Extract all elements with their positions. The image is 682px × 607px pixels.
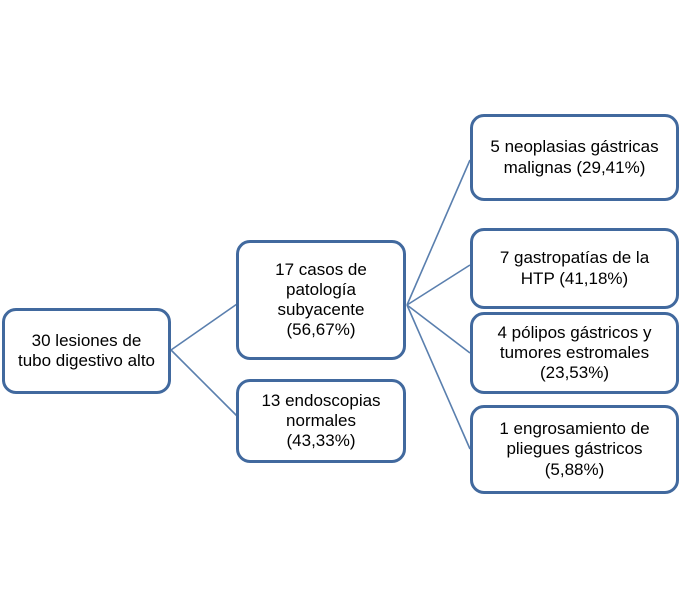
node-label: 7 gastropatías de la HTP (41,18%) [499, 248, 650, 288]
edge-patologia-to-engrosamiento [406, 304, 471, 450]
node-gastropatias-htp[interactable]: 7 gastropatías de la HTP (41,18%) [470, 228, 679, 309]
node-total-lesiones[interactable]: 30 lesiones de tubo digestivo alto [2, 308, 171, 394]
edge-patologia-to-gastropatias [406, 264, 471, 306]
node-engrosamiento-pliegues-gastricos[interactable]: 1 engrosamiento de pliegues gástricos (5… [470, 405, 679, 494]
node-neoplasias-gastricas-malignas[interactable]: 5 neoplasias gástricas malignas (29,41%) [470, 114, 679, 201]
edge-patologia-to-neoplasias [406, 159, 471, 306]
node-label: 1 engrosamiento de pliegues gástricos (5… [499, 419, 650, 479]
node-label: 17 casos de patología subyacente (56,67%… [275, 259, 367, 340]
node-label: 5 neoplasias gástricas malignas (29,41%) [490, 137, 659, 177]
node-label: 30 lesiones de tubo digestivo alto [17, 330, 156, 370]
node-label: 13 endoscopias normales (43,33%) [261, 390, 381, 451]
edge-root-to-normales [170, 349, 238, 417]
edge-root-to-patologia [170, 303, 238, 351]
node-endoscopias-normales[interactable]: 13 endoscopias normales (43,33%) [236, 379, 406, 463]
node-patologia-subyacente[interactable]: 17 casos de patología subyacente (56,67%… [236, 240, 406, 360]
node-label: 4 pólipos gástricos y tumores estromales… [497, 322, 652, 383]
edge-patologia-to-polipos [406, 304, 471, 354]
node-polipos-gastricos-tumores-estromales[interactable]: 4 pólipos gástricos y tumores estromales… [470, 312, 679, 394]
